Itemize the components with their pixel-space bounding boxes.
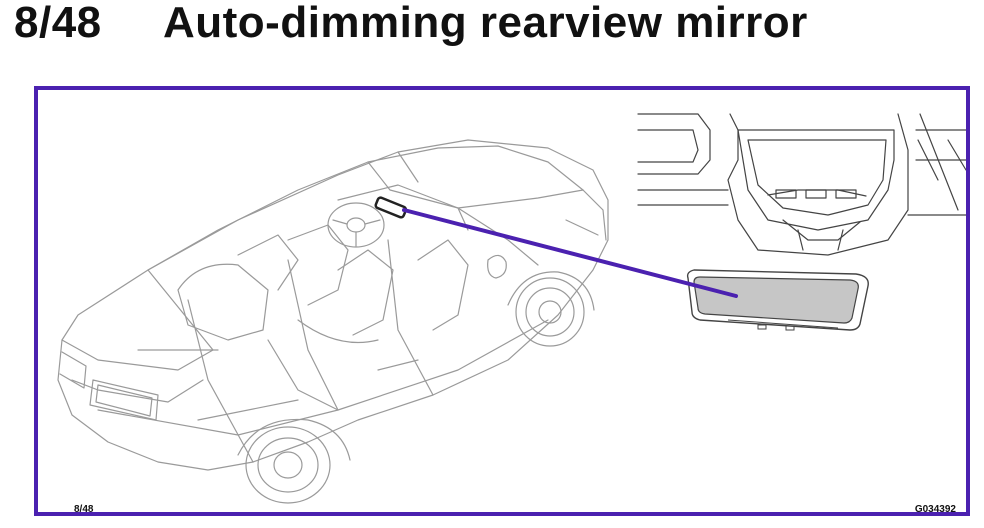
mirror-location-marker <box>374 196 408 219</box>
figure-page-ref: 8/48 <box>74 504 94 515</box>
figure-frame: 8/48 G034392 <box>34 86 970 516</box>
page-title: Auto-dimming rearview mirror <box>163 0 808 47</box>
pointer-line <box>402 208 738 298</box>
illustration <box>57 113 966 504</box>
header: 8/48 Auto-dimming rearview mirror <box>0 0 984 60</box>
page-number: 8/48 <box>14 0 102 47</box>
car-illustration <box>57 139 609 504</box>
figure-id: G034392 <box>914 504 956 515</box>
rearview-mirror <box>686 269 869 331</box>
overhead-console-illustration <box>637 113 966 256</box>
